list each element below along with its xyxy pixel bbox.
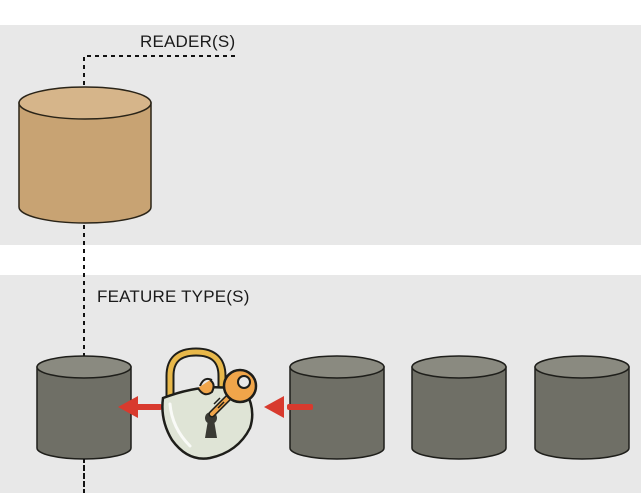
feature-cylinder-2 bbox=[289, 355, 385, 460]
feature-cylinder-1 bbox=[36, 355, 132, 460]
key-icon bbox=[197, 368, 258, 418]
reader-cylinder bbox=[18, 86, 152, 224]
padlock-icon bbox=[161, 347, 254, 460]
feature-types-label: FEATURE TYPE(S) bbox=[97, 287, 250, 306]
connector-line bbox=[83, 55, 238, 493]
readers-label: READER(S) bbox=[140, 32, 236, 51]
feature-cylinder-4 bbox=[534, 355, 630, 460]
arrow-left-icon bbox=[264, 396, 313, 418]
arrow-left-icon bbox=[118, 396, 162, 418]
feature-cylinder-3 bbox=[411, 355, 507, 460]
